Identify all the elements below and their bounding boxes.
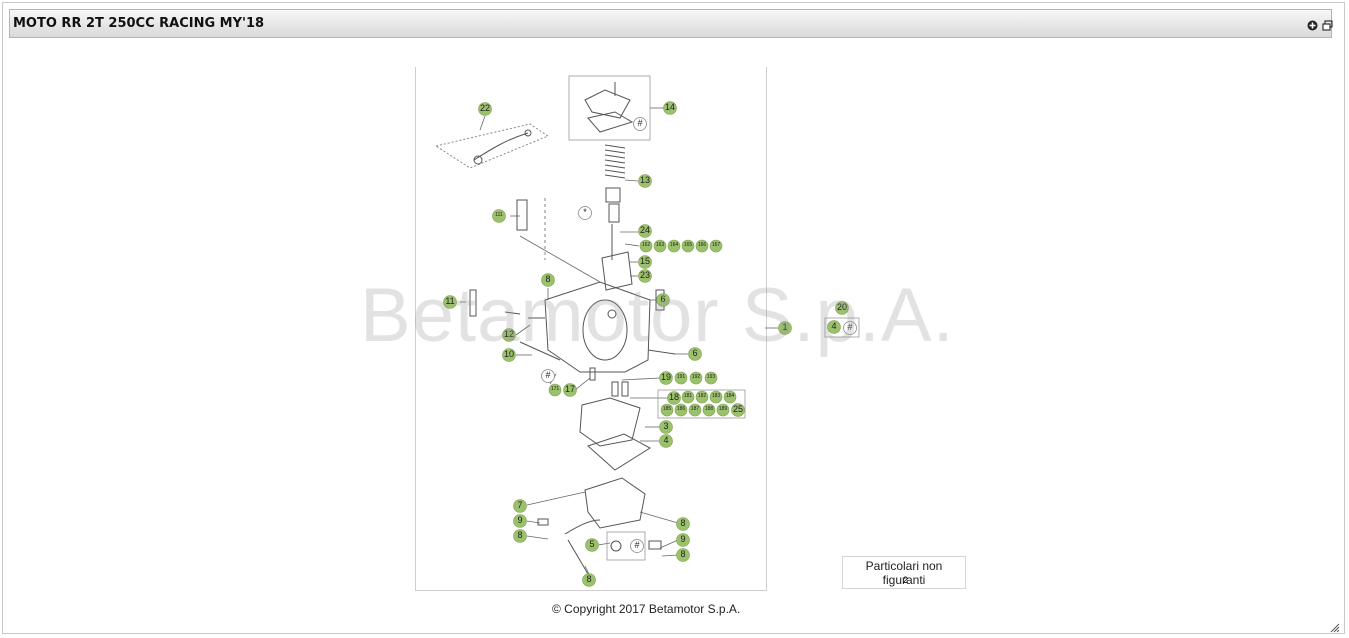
callout-20[interactable]: 20 bbox=[836, 302, 847, 312]
callout-9[interactable]: 9 bbox=[680, 534, 686, 544]
callout-165[interactable]: 165 bbox=[683, 242, 693, 248]
callout-hash[interactable]: # bbox=[847, 322, 853, 332]
callout-166[interactable]: 166 bbox=[697, 242, 707, 248]
callout-hash[interactable]: # bbox=[545, 370, 551, 380]
callout-hash[interactable]: # bbox=[634, 540, 640, 550]
callout-182[interactable]: 182 bbox=[697, 393, 707, 399]
callout-13[interactable]: 13 bbox=[639, 175, 650, 185]
callout-4[interactable]: 4 bbox=[831, 321, 837, 331]
callout-4[interactable]: 4 bbox=[663, 435, 669, 445]
callout-9[interactable]: 9 bbox=[517, 515, 523, 525]
plus-circle-icon[interactable] bbox=[1307, 20, 1318, 31]
callout-5[interactable]: 5 bbox=[589, 539, 595, 549]
non-figured-parts-label: Particolari non figuranti bbox=[865, 559, 943, 587]
callout-1[interactable]: 1 bbox=[782, 322, 788, 332]
callout-171[interactable]: 171 bbox=[550, 386, 560, 392]
callout-193[interactable]: 193 bbox=[706, 374, 716, 380]
panel-title: MOTO RR 2T 250CC RACING MY'18 bbox=[13, 16, 265, 31]
callout-10[interactable]: 10 bbox=[503, 349, 514, 359]
callout-hash[interactable]: # bbox=[637, 118, 643, 128]
resize-handle-icon[interactable] bbox=[1330, 620, 1340, 633]
panel-titlebar: MOTO RR 2T 250CC RACING MY'18 bbox=[9, 9, 1333, 38]
callout-8[interactable]: 8 bbox=[517, 530, 523, 540]
callout-191[interactable]: 191 bbox=[676, 374, 686, 380]
callout-187[interactable]: 187 bbox=[690, 406, 700, 412]
callout-star[interactable]: * bbox=[583, 207, 587, 217]
callout-19[interactable]: 19 bbox=[660, 372, 671, 382]
callout-189[interactable]: 189 bbox=[718, 406, 728, 412]
callout-6[interactable]: 6 bbox=[660, 294, 666, 304]
callout-23[interactable]: 23 bbox=[639, 270, 650, 280]
callout-183[interactable]: 183 bbox=[711, 393, 721, 399]
callout-22[interactable]: 22 bbox=[479, 103, 490, 113]
callout-24[interactable]: 24 bbox=[639, 225, 650, 235]
callout-188[interactable]: 188 bbox=[704, 406, 714, 412]
exploded-view-area bbox=[415, 67, 767, 591]
callout-8[interactable]: 8 bbox=[680, 518, 686, 528]
callout-17[interactable]: 17 bbox=[564, 384, 575, 394]
callout-111[interactable]: 111 bbox=[495, 212, 503, 218]
callout-11[interactable]: 11 bbox=[445, 296, 455, 306]
callout-181[interactable]: 181 bbox=[683, 393, 693, 399]
callout-18[interactable]: 18 bbox=[668, 392, 679, 402]
non-figured-parts-box[interactable]: Particolari non figuranti 2 bbox=[842, 556, 966, 589]
callout-192[interactable]: 192 bbox=[691, 374, 701, 380]
callout-167[interactable]: 167 bbox=[711, 242, 721, 248]
copyright-text: © Copyright 2017 Betamotor S.p.A. bbox=[552, 602, 741, 616]
callout-8[interactable]: 8 bbox=[680, 549, 686, 559]
callout-14[interactable]: 14 bbox=[664, 102, 675, 112]
callout-185[interactable]: 185 bbox=[662, 406, 672, 412]
callout-8[interactable]: 8 bbox=[545, 274, 551, 284]
callout-186[interactable]: 186 bbox=[676, 406, 686, 412]
callout-25[interactable]: 25 bbox=[732, 404, 743, 414]
callout-163[interactable]: 163 bbox=[655, 242, 665, 248]
callout-184[interactable]: 184 bbox=[725, 393, 735, 399]
callout-6[interactable]: 6 bbox=[692, 348, 698, 358]
callout-164[interactable]: 164 bbox=[669, 242, 679, 248]
callout-15[interactable]: 15 bbox=[639, 256, 650, 266]
callout-2[interactable]: 2 bbox=[902, 575, 908, 585]
callout-3[interactable]: 3 bbox=[663, 421, 669, 431]
callout-8[interactable]: 8 bbox=[586, 574, 592, 584]
window-restore-icon[interactable] bbox=[1322, 20, 1333, 31]
callout-162[interactable]: 162 bbox=[641, 242, 651, 248]
callout-7[interactable]: 7 bbox=[517, 500, 523, 510]
callout-12[interactable]: 12 bbox=[503, 329, 514, 339]
